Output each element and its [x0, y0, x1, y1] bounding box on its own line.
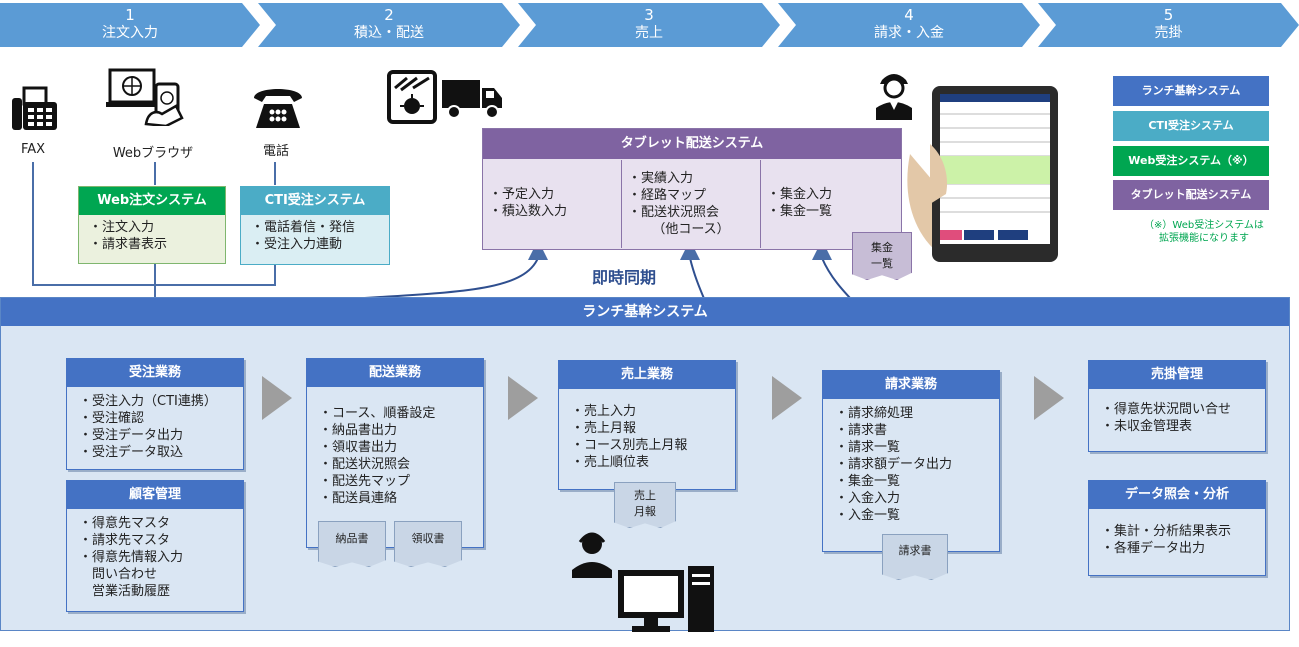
- list-item: ・受注データ出力: [79, 428, 184, 443]
- collection-list-document: 集金 一覧: [852, 232, 912, 280]
- fax-label: FAX: [20, 142, 46, 157]
- list-item: ・得意先状況問い合せ: [1101, 402, 1232, 417]
- list-item: ・未収金管理表: [1101, 419, 1193, 434]
- list-item: ・領収書出力: [319, 440, 398, 455]
- tablet-delivery-system-box: タブレット配送システム ・予定入力 ・積込数入力 ・実績入力 ・経路マップ ・配…: [482, 128, 902, 250]
- list-item: ・コース別売上月報: [571, 438, 688, 453]
- phone-label: 電話: [262, 144, 289, 159]
- delivery-note-document: 納品書: [318, 521, 386, 567]
- order-business-box: 受注業務 ・受注入力（CTI連携） ・受注確認 ・受注データ出力 ・受注データ取…: [66, 358, 244, 470]
- main-system-title: ランチ基幹システム: [1, 298, 1289, 326]
- tablet-device-icon: [907, 86, 1058, 262]
- truck-icon: [442, 80, 502, 119]
- legend-note: （※）Web受注システムは 拡張機能になります: [1144, 220, 1264, 244]
- order-business-title: 受注業務: [67, 359, 243, 387]
- list-item: ・請求額データ出力: [835, 457, 953, 472]
- list-item: ・請求締処理: [835, 406, 914, 421]
- web-order-system-title: Web注文システム: [79, 187, 225, 215]
- list-item: ・集金一覧: [835, 474, 901, 489]
- list-item: ・コース、順番設定: [319, 406, 436, 421]
- cti-system-list: ・電話着信・発信 ・受注入力連動: [241, 215, 389, 257]
- legend-item: タブレット配送システム: [1113, 180, 1269, 210]
- cti-system-title: CTI受注システム: [241, 187, 389, 215]
- delivery-business-box: 配送業務 ・コース、順番設定 ・納品書出力 ・領収書出力 ・配送状況照会 ・配送…: [306, 358, 484, 548]
- list-item: ・集計・分析結果表示: [1101, 524, 1232, 539]
- list-item: ・経路マップ: [628, 188, 707, 203]
- list-item: ・売上月報: [571, 421, 637, 436]
- loading-icon: [387, 70, 437, 124]
- receivables-management-box: 売掛管理 ・得意先状況問い合せ ・未収金管理表: [1088, 360, 1266, 452]
- list-item: ・入金入力: [835, 491, 901, 506]
- list-item: ・集金入力: [767, 187, 833, 202]
- list-item: ・請求先マスタ: [79, 533, 171, 548]
- list-item: ・受注データ取込: [79, 445, 184, 460]
- receivables-management-title: 売掛管理: [1089, 361, 1265, 389]
- list-item: ・請求書表示: [89, 237, 168, 252]
- legend-item: Web受注システム（※）: [1113, 146, 1269, 176]
- web-browser-icon: [106, 68, 184, 126]
- list-item: ・電話着信・発信: [251, 220, 356, 235]
- data-analysis-title: データ照会・分析: [1089, 481, 1265, 509]
- list-item: ・実績入力: [628, 171, 694, 186]
- tablet-col-collect: ・集金入力 ・集金一覧: [761, 160, 900, 248]
- list-item: ・各種データ出力: [1101, 541, 1206, 556]
- list-item: 営業活動履歴: [79, 584, 171, 599]
- web-browser-label: Webブラウザ: [112, 146, 194, 161]
- list-item: ・受注入力（CTI連携）: [79, 394, 217, 409]
- list-item: ・入金一覧: [835, 508, 901, 523]
- step-3: 3 売上: [518, 3, 780, 47]
- list-item: ・請求書: [835, 423, 888, 438]
- web-order-system-box: Web注文システム ・注文入力 ・請求書表示: [78, 186, 226, 264]
- list-item: ・受注確認: [79, 411, 145, 426]
- phone-icon: [254, 89, 302, 128]
- receipt-document: 領収書: [394, 521, 462, 567]
- tablet-col-result: ・実績入力 ・経路マップ ・配送状況照会 （他コース）: [622, 160, 761, 248]
- list-item: 問い合わせ: [79, 567, 158, 582]
- operator-pc-icon: [572, 532, 714, 632]
- legend-item: ランチ基幹システム: [1113, 76, 1269, 106]
- delivery-person-icon: [876, 74, 912, 120]
- list-item: ・配送員連絡: [319, 491, 398, 506]
- sales-business-title: 売上業務: [559, 361, 735, 389]
- sales-report-document: 売上 月報: [614, 482, 676, 528]
- delivery-business-title: 配送業務: [307, 359, 483, 387]
- list-item: ・納品書出力: [319, 423, 398, 438]
- step-4: 4 請求・入金: [778, 3, 1040, 47]
- customer-management-box: 顧客管理 ・得意先マスタ ・請求先マスタ ・得意先情報入力 問い合わせ 営業活動…: [66, 480, 244, 612]
- data-analysis-box: データ照会・分析 ・集計・分析結果表示 ・各種データ出力: [1088, 480, 1266, 576]
- list-item: ・注文入力: [89, 220, 155, 235]
- sync-label: 即時同期: [592, 268, 657, 287]
- list-item: ・配送先マップ: [319, 474, 411, 489]
- tablet-col-plan: ・予定入力 ・積込数入力: [483, 160, 622, 248]
- billing-business-box: 請求業務 ・請求締処理 ・請求書 ・請求一覧 ・請求額データ出力 ・集金一覧 ・…: [822, 370, 1000, 552]
- list-item: ・集金一覧: [767, 204, 833, 219]
- list-item: ・売上順位表: [571, 455, 650, 470]
- step-1: 1 注文入力: [0, 3, 260, 47]
- tablet-delivery-system-title: タブレット配送システム: [483, 129, 901, 159]
- list-item: （他コース）: [652, 222, 730, 237]
- web-order-system-list: ・注文入力 ・請求書表示: [79, 215, 225, 257]
- list-item: ・得意先情報入力: [79, 550, 184, 565]
- legend-item: CTI受注システム: [1113, 111, 1269, 141]
- step-5: 5 売掛: [1038, 3, 1299, 47]
- sales-business-box: 売上業務 ・売上入力 ・売上月報 ・コース別売上月報 ・売上順位表: [558, 360, 736, 490]
- list-item: ・配送状況照会: [319, 457, 411, 472]
- list-item: ・配送状況照会: [628, 205, 720, 220]
- list-item: ・積込数入力: [489, 204, 568, 219]
- customer-management-title: 顧客管理: [67, 481, 243, 509]
- cti-system-box: CTI受注システム ・電話着信・発信 ・受注入力連動: [240, 186, 390, 265]
- list-item: ・請求一覧: [835, 440, 901, 455]
- list-item: ・予定入力: [489, 187, 555, 202]
- step-2: 2 積込・配送: [258, 3, 520, 47]
- list-item: ・売上入力: [571, 404, 637, 419]
- list-item: ・受注入力連動: [251, 237, 343, 252]
- invoice-document: 請求書: [882, 534, 948, 580]
- billing-business-title: 請求業務: [823, 371, 999, 399]
- fax-icon: [12, 86, 57, 130]
- list-item: ・得意先マスタ: [79, 516, 171, 531]
